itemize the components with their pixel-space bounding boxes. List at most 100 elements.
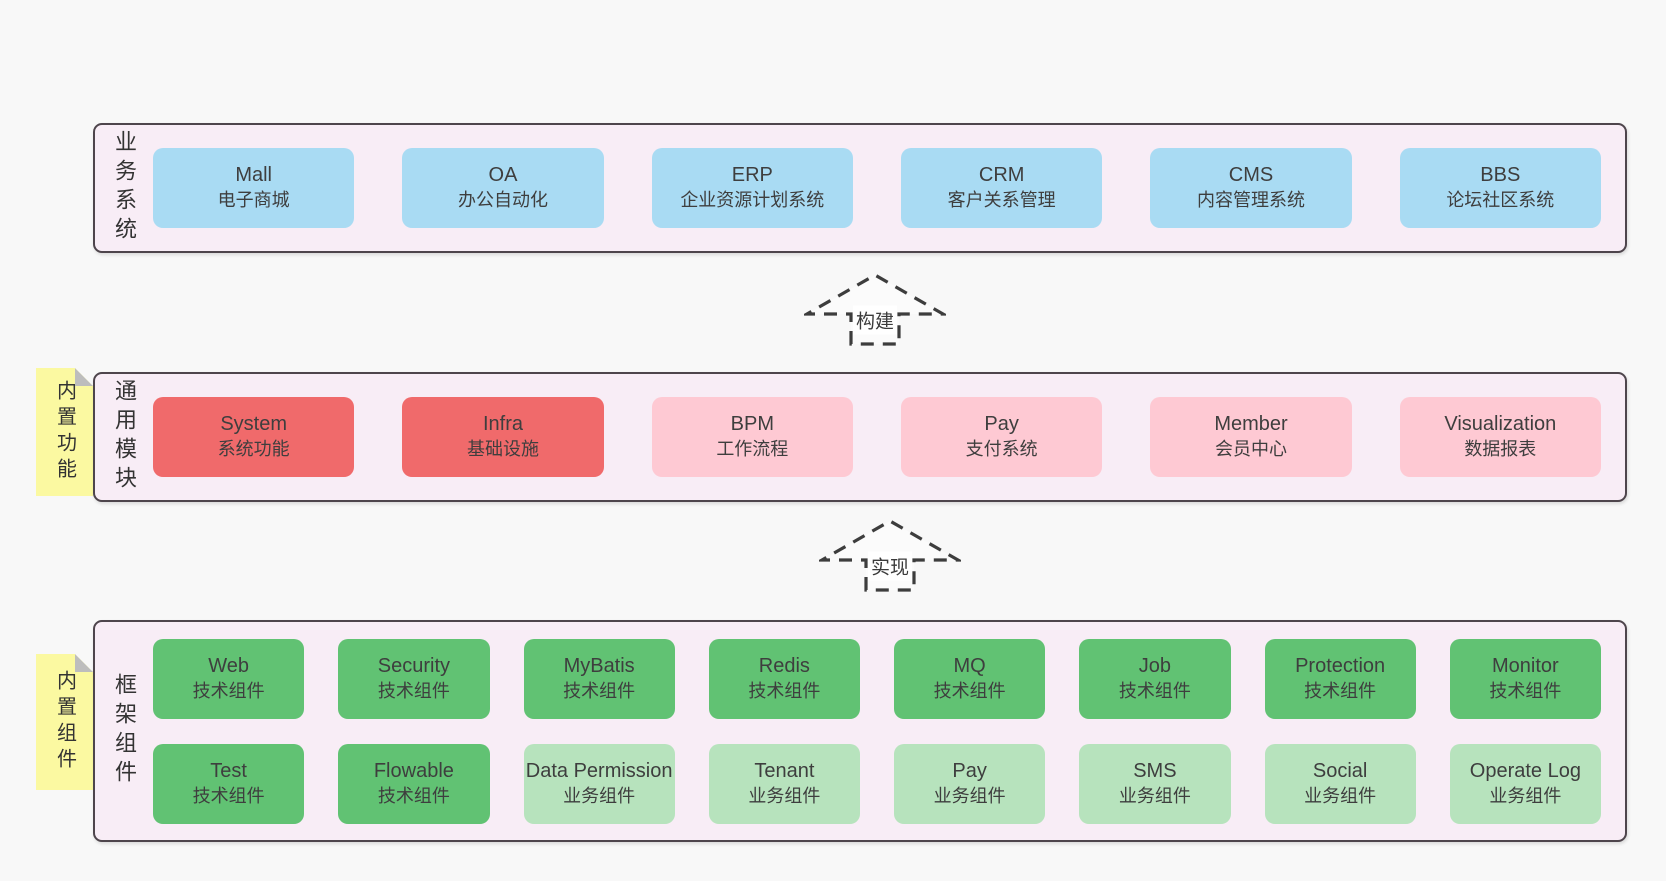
arrow-build: 构建 (804, 272, 946, 346)
box-member: Member 会员中心 (1150, 397, 1352, 477)
box-monitor: Monitor 技术组件 (1449, 638, 1601, 719)
folded-corner (75, 654, 93, 672)
sticky-tag-label: 内置组件 (53, 670, 76, 774)
sticky-tag-label: 内置功能 (53, 380, 76, 484)
layer-label-gutter: 通用模块 (95, 374, 153, 500)
box-name: System (220, 413, 287, 435)
box-name: MyBatis (563, 654, 635, 677)
box-desc: 客户关系管理 (947, 190, 1056, 210)
box-name: Data Permission (525, 759, 673, 782)
framework-box-grid: Web 技术组件 Security 技术组件 MyBatis 技术组件 Redi… (153, 622, 1625, 840)
layer-label-gutter: 业务系统 (95, 125, 153, 251)
box-desc: 论坛社区系统 (1446, 190, 1555, 210)
box-name: ERP (731, 164, 773, 186)
box-name: Protection (1295, 654, 1386, 677)
box-desc: 企业资源计划系统 (680, 190, 825, 210)
layer-framework-components: 框架组件 Web 技术组件 Security 技术组件 MyBatis 技术组件… (93, 620, 1627, 842)
arrow-implement-label: 实现 (867, 551, 913, 581)
box-name: CMS (1228, 164, 1274, 186)
layer-framework-label: 框架组件 (112, 673, 137, 789)
box-desc: 业务组件 (1489, 785, 1562, 806)
box-desc: 技术组件 (377, 785, 450, 806)
box-erp: ERP 企业资源计划系统 (651, 148, 853, 228)
box-oa: OA 办公自动化 (402, 148, 604, 228)
box-security: Security 技术组件 (338, 638, 490, 719)
box-bpm: BPM 工作流程 (651, 397, 853, 477)
box-desc: 技术组件 (1118, 680, 1191, 701)
box-name: Redis (758, 654, 810, 677)
modules-box-row: System 系统功能 Infra 基础设施 BPM 工作流程 Pay 支付系统… (153, 374, 1625, 500)
box-desc: 业务组件 (1118, 785, 1191, 806)
sticky-tag-built-in-components: 内置组件 (36, 654, 93, 790)
box-name: OA (488, 164, 518, 186)
box-desc: 技术组件 (192, 680, 265, 701)
box-desc: 支付系统 (965, 439, 1038, 459)
folded-corner (75, 368, 93, 386)
layer-business-label: 业务系统 (112, 130, 137, 246)
box-name: Job (1138, 654, 1171, 677)
box-social: Social 业务组件 (1264, 743, 1416, 824)
box-visualization: Visualization 数据报表 (1399, 397, 1601, 477)
layer-business-systems: 业务系统 Mall 电子商城 OA 办公自动化 ERP 企业资源计划系统 CRM… (93, 123, 1627, 253)
layer-label-gutter: 框架组件 (95, 622, 153, 840)
box-infra: Infra 基础设施 (402, 397, 604, 477)
box-desc: 业务组件 (563, 785, 636, 806)
box-name: Tenant (754, 759, 815, 782)
box-cms: CMS 内容管理系统 (1150, 148, 1352, 228)
box-name: Web (208, 654, 249, 677)
box-mybatis: MyBatis 技术组件 (523, 638, 675, 719)
box-mq: MQ 技术组件 (894, 638, 1046, 719)
box-desc: 内容管理系统 (1196, 190, 1305, 210)
box-name: Infra (482, 413, 523, 435)
box-desc: 系统功能 (217, 439, 290, 459)
box-name: Flowable (373, 759, 454, 782)
box-desc: 会员中心 (1214, 439, 1287, 459)
box-name: Mall (235, 164, 272, 186)
box-redis: Redis 技术组件 (708, 638, 860, 719)
arrow-implement: 实现 (819, 518, 961, 592)
box-flowable: Flowable 技术组件 (338, 743, 490, 824)
box-web: Web 技术组件 (153, 638, 305, 719)
box-mall: Mall 电子商城 (153, 148, 355, 228)
layer-common-modules: 通用模块 System 系统功能 Infra 基础设施 BPM 工作流程 Pay… (93, 372, 1627, 502)
box-name: MQ (953, 654, 986, 677)
box-job: Job 技术组件 (1079, 638, 1231, 719)
box-protection: Protection 技术组件 (1264, 638, 1416, 719)
box-name: Security (377, 654, 450, 677)
box-test: Test 技术组件 (153, 743, 305, 824)
box-name: Visualization (1444, 413, 1557, 435)
box-system: System 系统功能 (153, 397, 355, 477)
box-pay-system: Pay 支付系统 (900, 397, 1103, 477)
box-desc: 办公自动化 (457, 190, 548, 210)
box-pay-component: Pay 业务组件 (894, 743, 1046, 824)
arrow-build-label: 构建 (852, 305, 898, 335)
box-desc: 业务组件 (748, 785, 821, 806)
box-name: CRM (978, 164, 1025, 186)
box-tenant: Tenant 业务组件 (708, 743, 860, 824)
business-box-row: Mall 电子商城 OA 办公自动化 ERP 企业资源计划系统 CRM 客户关系… (153, 125, 1625, 251)
box-name: SMS (1133, 759, 1177, 782)
layer-modules-label: 通用模块 (112, 379, 137, 495)
box-name: Social (1312, 759, 1368, 782)
box-data-permission: Data Permission 业务组件 (523, 743, 675, 824)
box-desc: 技术组件 (1304, 680, 1377, 701)
box-name: Monitor (1492, 654, 1559, 677)
box-desc: 基础设施 (466, 439, 539, 459)
box-crm: CRM 客户关系管理 (900, 148, 1103, 228)
box-desc: 业务组件 (933, 785, 1006, 806)
box-desc: 业务组件 (1304, 785, 1377, 806)
box-sms: SMS 业务组件 (1079, 743, 1231, 824)
box-desc: 技术组件 (377, 680, 450, 701)
box-name: Member (1214, 413, 1288, 435)
box-desc: 技术组件 (563, 680, 636, 701)
box-name: BBS (1480, 164, 1521, 186)
box-desc: 技术组件 (1489, 680, 1562, 701)
box-bbs: BBS 论坛社区系统 (1399, 148, 1601, 228)
box-desc: 技术组件 (933, 680, 1006, 701)
box-name: Operate Log (1469, 759, 1581, 782)
box-desc: 工作流程 (716, 439, 789, 459)
box-desc: 技术组件 (748, 680, 821, 701)
box-name: Pay (952, 759, 987, 782)
box-desc: 数据报表 (1464, 439, 1537, 459)
